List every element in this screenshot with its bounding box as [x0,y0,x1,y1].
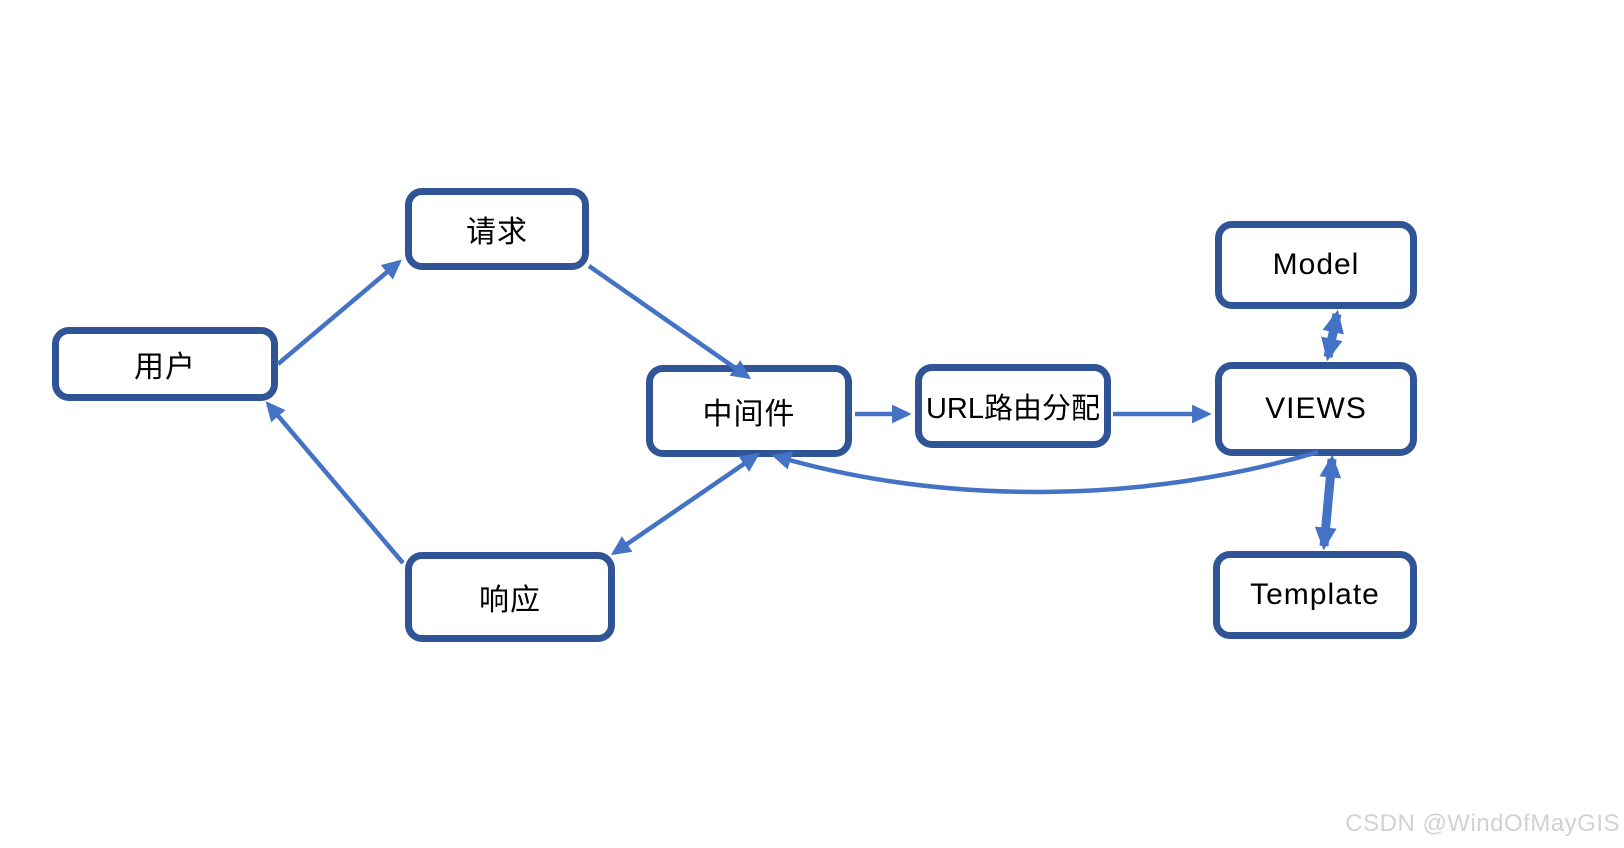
node-response-label: 响应 [479,584,541,617]
node-template: Template [1213,551,1417,639]
node-views-label: VIEWS [1265,392,1367,425]
node-user-label: 用户 [134,351,196,384]
edge-response-to-user-arrow [265,401,405,565]
edge-user-to-request-arrow [276,259,402,366]
node-model: Model [1215,221,1417,309]
node-url-dispatch-label: URL路由分配 [925,393,1100,425]
edge-request-to-middleware-arrow [587,264,752,380]
edge-model-views-double-arrow [1321,309,1344,362]
node-template-label: Template [1250,578,1380,611]
node-middleware: 中间件 [646,365,852,457]
node-request-label: 请求 [466,216,528,249]
edge-views-to-middleware-curve-arrow [771,449,1319,495]
node-middleware-label: 中间件 [702,398,796,431]
node-views: VIEWS [1215,362,1417,456]
node-model-label: Model [1272,248,1360,281]
edge-middleware-response-double-arrow [610,452,761,556]
csdn-watermark: CSDN @WindOfMayGIS [1345,810,1620,837]
node-request: 请求 [405,188,589,270]
edge-views-template-double-arrow [1314,454,1342,551]
node-url-dispatch: URL路由分配 [915,364,1111,448]
node-response: 响应 [405,552,615,642]
node-user: 用户 [52,327,278,401]
